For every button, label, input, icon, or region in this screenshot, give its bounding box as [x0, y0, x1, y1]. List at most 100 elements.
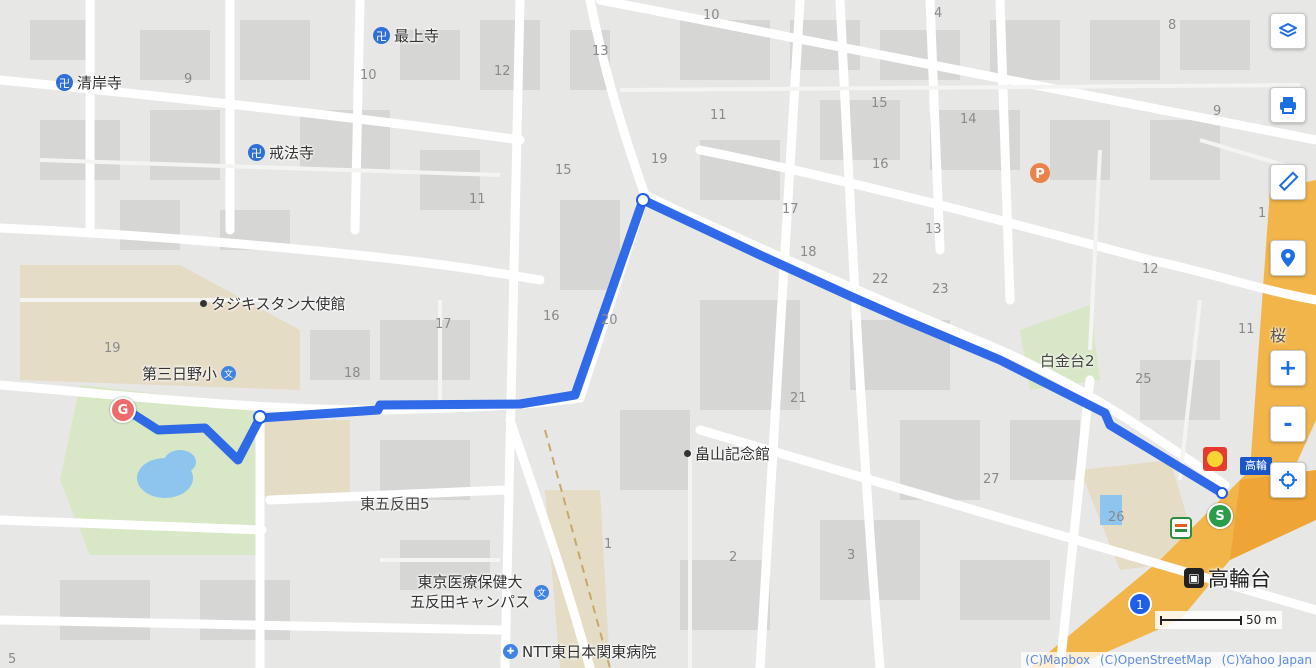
layers-button[interactable] — [1270, 13, 1306, 49]
block-number: 2 — [729, 550, 738, 565]
station-label: 高輪台 — [1208, 567, 1271, 591]
block-number: 26 — [1108, 510, 1125, 525]
block-number: 21 — [790, 391, 807, 406]
block-number: 19 — [104, 341, 121, 356]
station-sign-label: 高輪 — [1245, 459, 1267, 472]
print-button[interactable] — [1270, 87, 1306, 123]
block-number: 10 — [360, 68, 377, 83]
poi-label: タジキスタン大使館 — [211, 295, 346, 313]
goal-marker[interactable]: G — [110, 397, 136, 423]
block-number: 20 — [601, 313, 618, 328]
pin-button[interactable] — [1270, 240, 1306, 276]
block-number: 18 — [800, 245, 817, 260]
station-sign: 高輪 — [1240, 457, 1272, 475]
temple-poi[interactable]: 卍 最上寺 — [373, 25, 439, 46]
route-waypoint — [636, 193, 650, 207]
zoom-in-label: + — [1278, 355, 1298, 381]
block-number: 16 — [872, 157, 889, 172]
block-number: 8 — [1168, 18, 1177, 33]
crosshair-icon — [1279, 471, 1297, 489]
convenience-store-icon — [1170, 517, 1192, 539]
temple-poi[interactable]: 卍 清岸寺 — [56, 72, 122, 93]
block-number: 27 — [983, 472, 1000, 487]
temple-icon: 卍 — [373, 27, 390, 44]
poi-label: 清岸寺 — [77, 74, 123, 92]
block-number: 1 — [1258, 206, 1267, 221]
map-pin-icon — [1281, 249, 1295, 267]
block-number: 1 — [604, 537, 613, 552]
block-number: 13 — [925, 222, 942, 237]
block-number: 22 — [872, 272, 889, 287]
attribution-link[interactable]: (C)OpenStreetMap — [1100, 653, 1212, 667]
block-number: 15 — [871, 96, 888, 111]
poi-label: 東京医療保健大 五反田キャンパス — [410, 573, 531, 611]
block-number: 3 — [847, 548, 856, 563]
temple-icon: 卍 — [56, 74, 73, 91]
poi-label: 畠山記念館 — [695, 445, 771, 463]
school-poi[interactable]: 第三日野小 文 — [142, 363, 237, 384]
route-waypoint — [1216, 487, 1228, 499]
block-number: 12 — [1142, 262, 1159, 277]
block-number: 14 — [960, 112, 977, 127]
svg-text:P: P — [1035, 167, 1045, 182]
poi-label: 第三日野小 — [142, 365, 218, 383]
block-number: 18 — [344, 366, 361, 381]
block-number: 11 — [469, 192, 486, 207]
poi-label: NTT東日本関東病院 — [522, 643, 657, 661]
scale-label: 50 m — [1246, 613, 1277, 627]
museum-poi[interactable]: 畠山記念館 — [684, 443, 770, 464]
start-marker[interactable]: S — [1207, 503, 1233, 529]
start-label: S — [1215, 508, 1225, 524]
temple-icon: 卍 — [248, 144, 265, 161]
poi-dot-icon — [200, 300, 207, 307]
locate-button[interactable] — [1270, 462, 1306, 498]
goal-label: G — [117, 402, 129, 418]
block-number: 10 — [703, 8, 720, 23]
zoom-out-label: - — [1283, 411, 1293, 437]
school-icon: 文 — [534, 584, 550, 600]
poi-label: 戒法寺 — [269, 144, 315, 162]
block-number: 4 — [934, 6, 943, 21]
block-number: 17 — [435, 317, 452, 332]
print-icon — [1280, 97, 1296, 114]
layers-icon — [1279, 23, 1297, 37]
poi-label: 最上寺 — [394, 27, 440, 45]
scale-bar-graphic — [1160, 615, 1242, 625]
area-label-higashigotanda: 東五反田5 — [360, 495, 430, 513]
block-number: 12 — [494, 64, 511, 79]
university-poi[interactable]: 東京医療保健大 五反田キャンパス 文 — [410, 572, 550, 612]
zoom-in-button[interactable]: + — [1270, 350, 1306, 386]
attribution-link[interactable]: (C)Yahoo Japan — [1221, 653, 1312, 667]
ruler-icon — [1278, 171, 1299, 192]
measure-button[interactable] — [1270, 164, 1306, 200]
train-station-icon: ▣ — [1184, 568, 1204, 588]
school-icon: 文 — [221, 366, 237, 381]
block-number: 23 — [932, 282, 949, 297]
parking-icon — [1030, 163, 1050, 183]
attribution-link[interactable]: (C)Mapbox — [1025, 653, 1091, 667]
block-number: 16 — [543, 309, 560, 324]
side-kanji-label: 桜 — [1270, 326, 1287, 345]
hospital-icon: ✚ — [503, 644, 518, 659]
block-number: 9 — [1213, 104, 1222, 119]
temple-poi[interactable]: 卍 戒法寺 — [248, 142, 314, 163]
hospital-poi[interactable]: ✚ NTT東日本関東病院 — [503, 641, 656, 662]
scale-bar: 50 m — [1155, 611, 1282, 629]
svg-text:1: 1 — [1136, 598, 1144, 612]
block-number: 25 — [1135, 372, 1152, 387]
area-label-shirokanedai: 白金台2 — [1040, 352, 1095, 370]
poi-dot-icon — [684, 450, 691, 457]
highway-shield-icon — [1128, 592, 1152, 616]
zoom-out-button[interactable]: - — [1270, 406, 1306, 442]
block-number: 9 — [184, 72, 193, 87]
block-number: 13 — [592, 44, 609, 59]
block-number: 11 — [710, 108, 727, 123]
embassy-poi[interactable]: タジキスタン大使館 — [200, 293, 346, 314]
attribution: (C)Mapbox (C)OpenStreetMap (C)Yahoo Japa… — [1021, 652, 1316, 668]
block-number: 15 — [555, 163, 572, 178]
block-number: 17 — [782, 202, 799, 217]
station-poi[interactable]: ▣ 高輪台 — [1184, 563, 1271, 593]
block-number: 19 — [651, 152, 668, 167]
